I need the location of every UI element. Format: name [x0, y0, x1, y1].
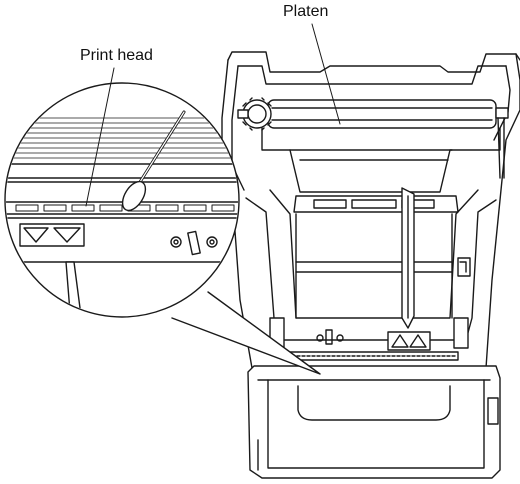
paper-direction-arrow	[54, 228, 80, 242]
print-head-label: Print head	[80, 47, 153, 64]
magnifier-callout	[0, 83, 320, 374]
leader-lines	[86, 24, 340, 206]
platen-roller	[268, 100, 496, 128]
callout-tail	[172, 292, 320, 374]
zoom-platen	[0, 118, 240, 158]
cover-outer	[228, 52, 520, 72]
cotton-swab	[118, 112, 184, 214]
paper-direction-arrow	[24, 228, 48, 242]
zoomed-view	[0, 118, 240, 312]
cover-inner-top	[238, 66, 506, 84]
zoom-print-head	[6, 202, 238, 214]
paper-direction-arrow	[392, 335, 408, 347]
cover-right-wall	[486, 54, 520, 368]
platen-leader	[312, 24, 340, 124]
swab-tip	[118, 178, 150, 215]
print-head-leader	[86, 68, 114, 206]
paper-direction-arrow	[410, 335, 426, 347]
cover-inner-right	[494, 66, 510, 140]
callout-circle	[5, 83, 239, 317]
printer-body	[222, 52, 520, 478]
cover-inner-left	[232, 66, 244, 190]
paper-bin	[270, 190, 478, 318]
printer-front	[248, 366, 500, 478]
platen-label: Platen	[283, 3, 329, 20]
